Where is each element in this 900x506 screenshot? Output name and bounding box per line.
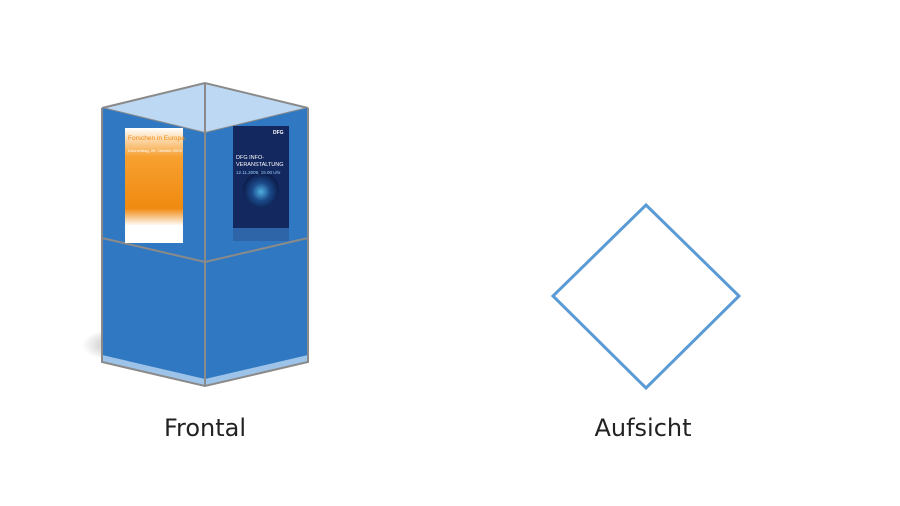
column-frontal-view: Forschen in Europa Donnerstag, 29. Oktob…: [63, 81, 309, 388]
aufsicht-label: Aufsicht: [594, 414, 692, 442]
poster-left: Forschen in Europa Donnerstag, 29. Oktob…: [125, 128, 185, 243]
poster-left-date: Donnerstag, 29. Oktober 2009: [128, 148, 183, 153]
poster-right: DFG DFG INFO- VERANSTALTUNG 12.11.2009, …: [233, 126, 289, 241]
poster-right-title-1: DFG INFO-: [236, 155, 264, 161]
poster-right-date: 12.11.2009, 15.00 Uhr: [236, 170, 281, 175]
frontal-label: Frontal: [163, 414, 247, 442]
poster-right-title-2: VERANSTALTUNG: [236, 162, 283, 168]
top-view-diamond: [550, 202, 742, 391]
poster-left-title: Forschen in Europa: [128, 135, 185, 142]
column-divider: [101, 237, 309, 264]
poster-right-logo: DFG: [273, 130, 284, 136]
